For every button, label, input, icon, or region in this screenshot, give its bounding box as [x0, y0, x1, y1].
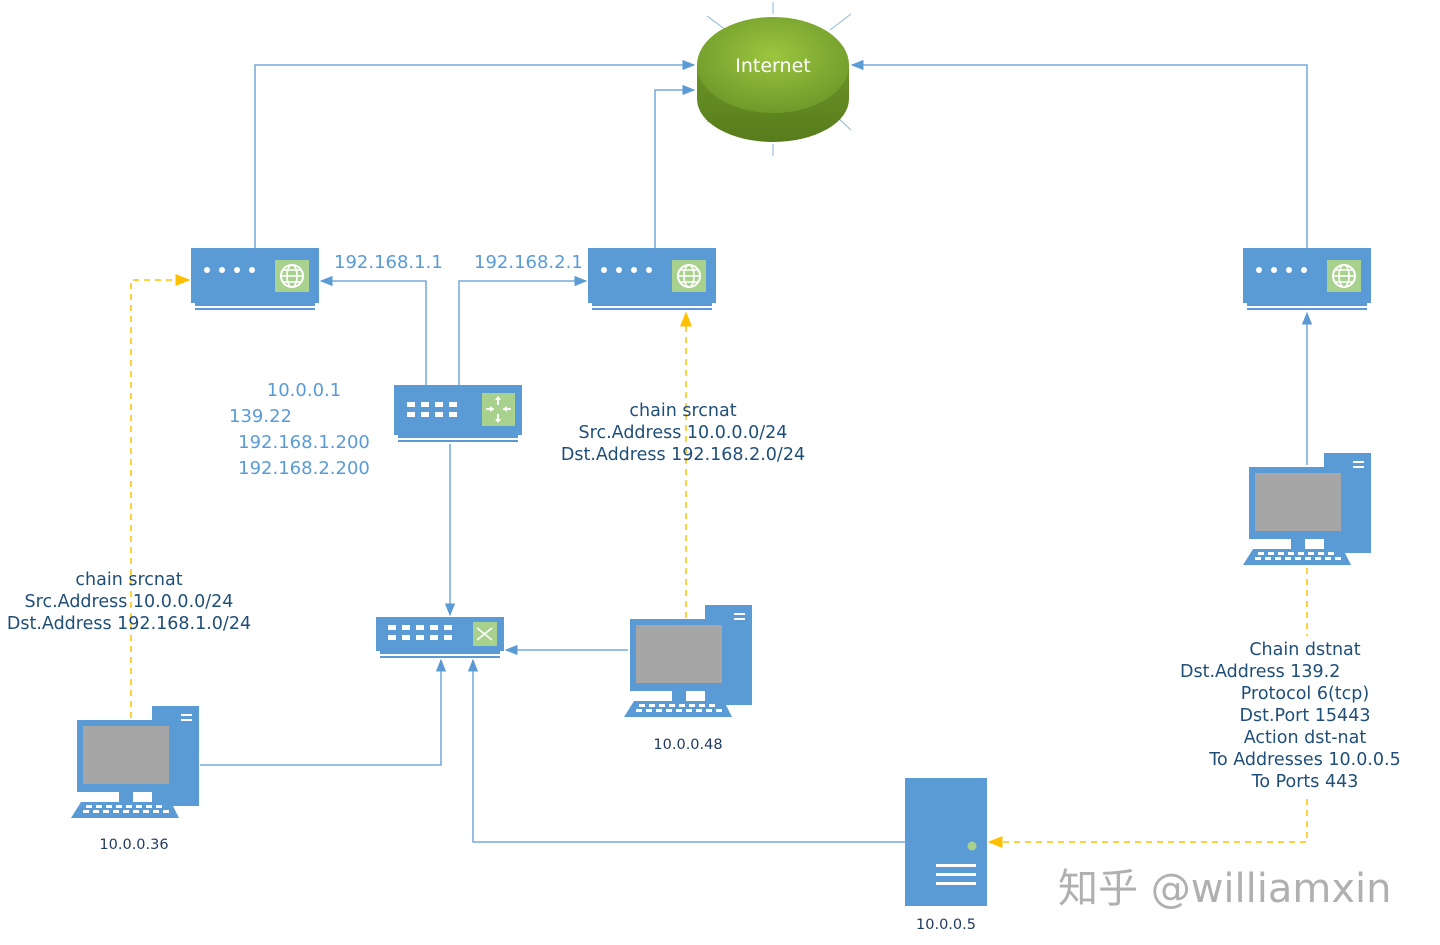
rule-srcnat-mid: chain srcnat Src.Address 10.0.0.0/24 Dst… [561, 401, 805, 465]
server-ip: 10.0.0.5 [916, 917, 976, 933]
rule-srcnat-left-line-2: Src.Address 10.0.0.0/24 [25, 592, 234, 612]
nat-paths [130, 274, 1308, 848]
rule-srcnat-mid-line-3: Dst.Address 192.168.2.0/24 [561, 445, 805, 465]
link-router-left-internet [254, 59, 696, 248]
rule-srcnat-left-line-1: chain srcnat [75, 570, 182, 590]
internet-label: Internet [735, 55, 810, 77]
router-left-ip: 192.168.1.1 [334, 252, 443, 273]
core-ip-1: 10.0.0.1 [267, 380, 341, 401]
rule-dstnat-line-1: Chain dstnat [1249, 640, 1360, 660]
pc-right [1243, 453, 1371, 565]
router-mid [587, 247, 717, 311]
link-core-router-left [319, 275, 427, 385]
pc-mid-ip: 10.0.0.48 [653, 737, 722, 753]
switch [376, 617, 504, 658]
link-router-right-internet [850, 59, 1308, 248]
core-router-ips: 10.0.0.1 139.22 192.168.1.200 192.168.2.… [229, 380, 374, 479]
rule-dstnat-line-4: Dst.Port 15443 [1240, 706, 1371, 726]
router-right [1242, 247, 1372, 311]
rule-srcnat-left-line-3: Dst.Address 192.168.1.0/24 [7, 614, 251, 634]
server [905, 778, 987, 906]
rule-dstnat-line-6: To Addresses 10.0.0.5 [1208, 750, 1400, 770]
links [200, 59, 1313, 843]
pc-mid [624, 605, 752, 717]
rule-dstnat-line-2: Dst.Address 139.2 [1180, 662, 1340, 682]
rule-srcnat-left: chain srcnat Src.Address 10.0.0.0/24 Dst… [7, 570, 251, 634]
core-ip-3: 192.168.1.200 [238, 432, 370, 453]
link-pc-left-switch [200, 658, 447, 766]
router-left [190, 247, 320, 311]
rule-dstnat-line-5: Action dst-nat [1244, 728, 1367, 748]
nat-path-left [130, 274, 191, 718]
rule-srcnat-mid-line-2: Src.Address 10.0.0.0/24 [579, 423, 788, 443]
core-ip-4: 192.168.2.200 [238, 458, 370, 479]
watermark: 知乎 @williamxin [1058, 866, 1392, 912]
rule-srcnat-mid-line-1: chain srcnat [629, 401, 736, 421]
router-mid-ip: 192.168.2.1 [474, 252, 583, 273]
pc-left [71, 706, 199, 818]
pc-left-ip: 10.0.0.36 [99, 837, 168, 853]
rule-dstnat-line-7: To Ports 443 [1251, 772, 1359, 792]
core-router [394, 385, 522, 442]
link-router-mid-internet [654, 84, 696, 248]
core-ip-2-redaction [290, 405, 374, 427]
rule-dstnat: Chain dstnat Dst.Address 139.2 Protocol … [1178, 636, 1430, 796]
link-core-router-mid [458, 275, 588, 385]
internet-node: Internet [697, 2, 852, 156]
core-ip-2: 139.22 [229, 406, 292, 427]
link-server-switch [467, 658, 905, 843]
rule-dstnat-line-3: Protocol 6(tcp) [1241, 684, 1369, 704]
